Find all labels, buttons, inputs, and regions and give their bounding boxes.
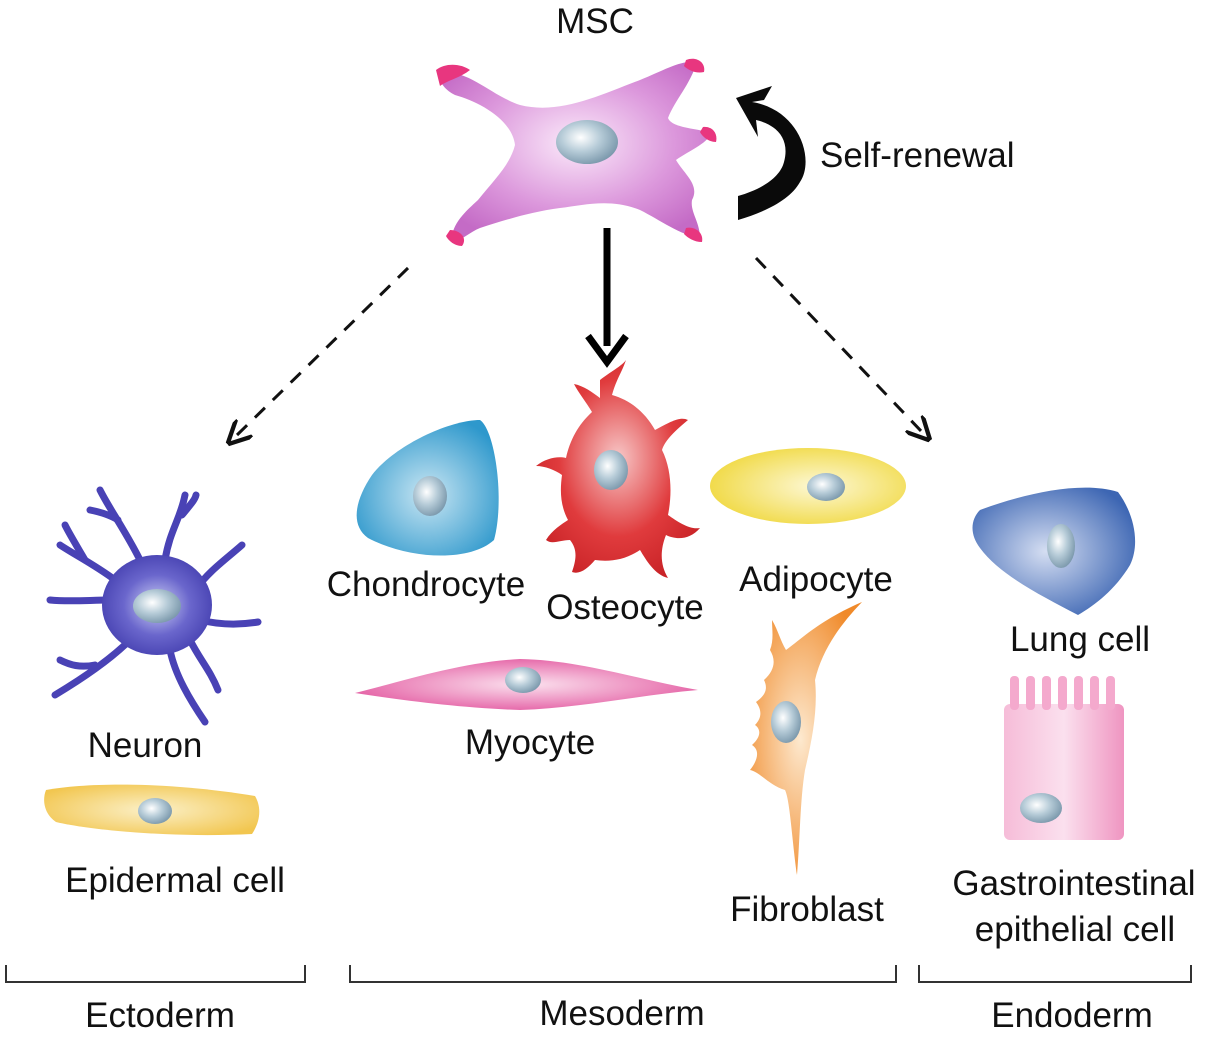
epidermal-cell-label: Epidermal cell xyxy=(65,861,285,900)
mesoderm-bracket xyxy=(349,965,897,983)
msc-cell-icon xyxy=(436,58,717,246)
neuron-label: Neuron xyxy=(87,726,203,765)
lung-cell-label: Lung cell xyxy=(1009,620,1151,659)
gastrointestinal-label: Gastrointestinal xyxy=(952,864,1196,903)
arrow-to-endoderm xyxy=(754,256,922,432)
endoderm-label: Endoderm xyxy=(991,996,1153,1035)
msc-label: MSC xyxy=(556,2,634,41)
ectoderm-bracket xyxy=(5,965,306,983)
self-renewal-label: Self-renewal xyxy=(820,136,1015,175)
ectoderm-label: Ectoderm xyxy=(85,996,235,1035)
myocyte-cell-icon xyxy=(355,659,698,710)
epithelial-cell-label: epithelial cell xyxy=(974,910,1176,949)
lung-cell-icon xyxy=(972,487,1136,615)
gastrointestinal-epithelial-cell-icon xyxy=(1004,676,1124,840)
chondrocyte-cell-icon xyxy=(356,420,499,556)
mesoderm-label: Mesoderm xyxy=(539,994,705,1033)
chondrocyte-label: Chondrocyte xyxy=(326,565,526,604)
endoderm-bracket xyxy=(918,965,1192,983)
arrow-to-mesoderm xyxy=(585,228,629,368)
fibroblast-label: Fibroblast xyxy=(730,890,884,929)
neuron-cell-icon xyxy=(46,486,262,726)
adipocyte-cell-icon xyxy=(710,448,906,524)
self-renewal-arrow-icon xyxy=(736,86,806,220)
epidermal-cell-icon xyxy=(44,784,260,836)
arrow-to-ectoderm xyxy=(236,266,410,436)
adipocyte-label: Adipocyte xyxy=(739,560,893,599)
osteocyte-cell-icon xyxy=(536,360,700,578)
osteocyte-label: Osteocyte xyxy=(546,588,704,627)
myocyte-label: Myocyte xyxy=(464,723,596,762)
fibroblast-cell-icon xyxy=(750,602,862,875)
